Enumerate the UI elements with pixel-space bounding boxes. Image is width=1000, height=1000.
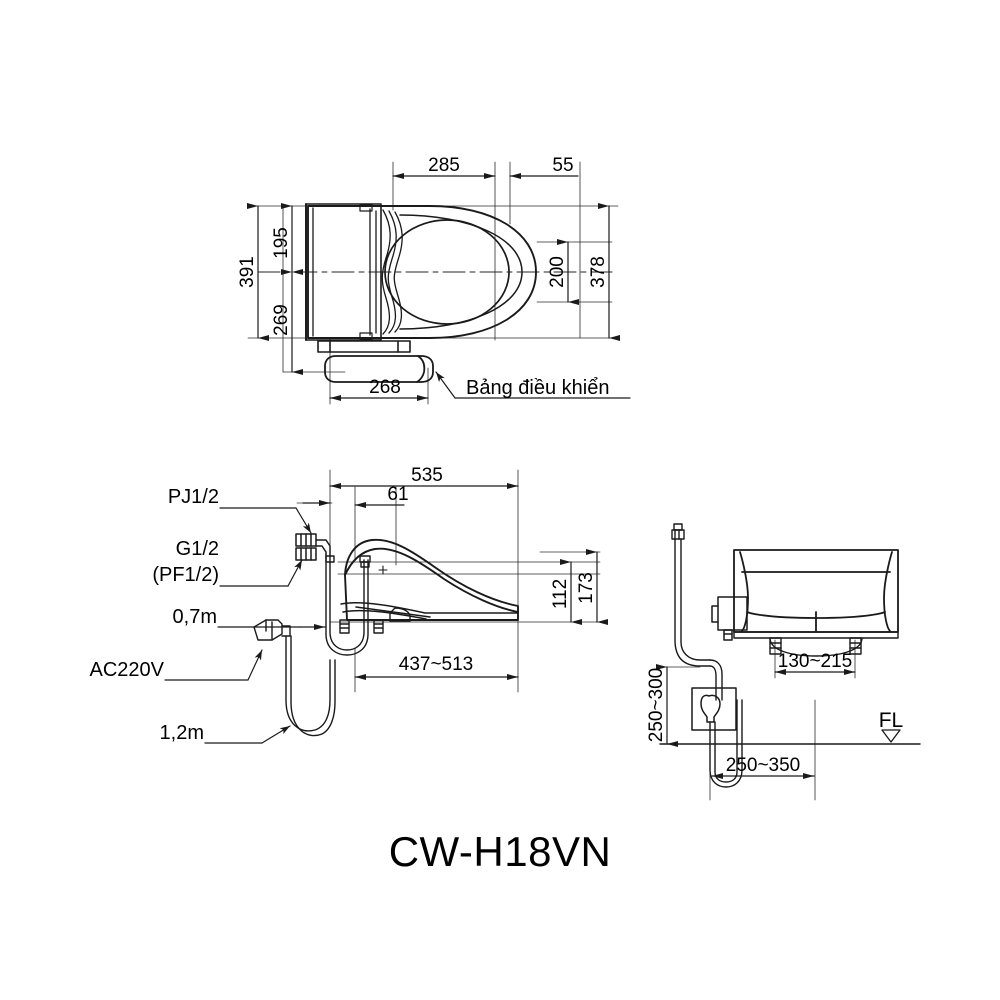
seat-profile-side bbox=[344, 538, 519, 621]
dim-label-112: 112 bbox=[550, 579, 571, 609]
dim-label-195: 195 bbox=[271, 227, 292, 259]
side-center-mark bbox=[378, 565, 388, 575]
wall-socket-rear bbox=[691, 687, 737, 731]
dim-label-437-513: 437~513 bbox=[399, 654, 474, 675]
dim-label-250-300: 250~300 bbox=[646, 668, 667, 743]
callout-cord-length: 1,2m bbox=[160, 722, 204, 744]
callout-pj-thread: PJ1/2 bbox=[168, 486, 219, 508]
top-view-group bbox=[247, 161, 631, 405]
supply-fitting bbox=[295, 533, 331, 561]
dim-label-285: 285 bbox=[428, 155, 460, 176]
leader-g-pf bbox=[219, 559, 303, 587]
dim-label-130-215: 130~215 bbox=[778, 651, 853, 672]
dim-label-250-350: 250~350 bbox=[726, 755, 801, 776]
unit-body-rear bbox=[733, 549, 899, 633]
callout-power-supply: AC220V bbox=[90, 659, 165, 681]
power-plug-side bbox=[253, 619, 336, 737]
dim-label-378: 378 bbox=[588, 256, 609, 288]
side-view-group bbox=[164, 469, 608, 744]
supply-hose-rear bbox=[671, 523, 723, 701]
leader-control-panel bbox=[435, 371, 631, 399]
water-hose bbox=[325, 555, 371, 656]
leader-12m bbox=[204, 725, 291, 744]
control-panel-shape bbox=[324, 355, 434, 383]
drawing-title: CW-H18VN bbox=[388, 828, 612, 875]
rear-view-group bbox=[656, 523, 921, 801]
dim-label-55: 55 bbox=[552, 155, 573, 176]
seat-outline-top bbox=[305, 203, 537, 341]
dim-label-535: 535 bbox=[411, 465, 443, 486]
callout-hose-length: 0,7m bbox=[173, 606, 217, 628]
mount-bolts-side bbox=[339, 607, 411, 634]
dim-label-268: 268 bbox=[369, 377, 401, 398]
dim-label-173: 173 bbox=[576, 572, 597, 604]
hinge-base bbox=[317, 340, 411, 353]
leader-pj bbox=[219, 507, 312, 534]
dim-label-269: 269 bbox=[271, 304, 292, 336]
dim-label-200: 200 bbox=[547, 256, 568, 288]
fl-triangle bbox=[881, 729, 901, 743]
dim-label-61: 61 bbox=[387, 484, 408, 505]
callout-pf-thread: (PF1/2) bbox=[152, 564, 219, 586]
callout-control-panel: Bảng điều khiển bbox=[466, 377, 609, 399]
valve-box-rear bbox=[711, 596, 748, 641]
leader-ac220v bbox=[164, 649, 263, 681]
callout-floor-level: FL bbox=[879, 709, 904, 732]
unit-ribs bbox=[312, 207, 403, 337]
dim-label-391: 391 bbox=[237, 256, 258, 288]
callout-g-thread: G1/2 bbox=[176, 538, 219, 560]
mount-bolts-rear bbox=[769, 637, 862, 655]
seat-opening bbox=[384, 219, 510, 325]
